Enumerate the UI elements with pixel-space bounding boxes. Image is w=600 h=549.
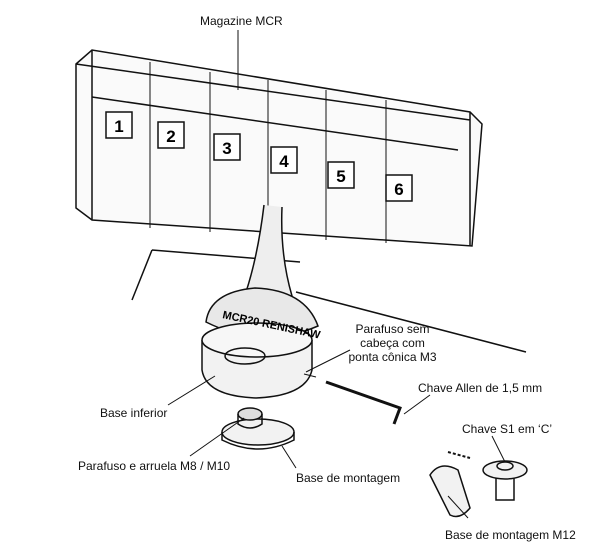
slot-3: 3 <box>213 133 241 161</box>
lower-base-drawing <box>201 322 313 399</box>
allen-key <box>325 380 402 425</box>
svg-text:3: 3 <box>222 139 231 158</box>
svg-text:1: 1 <box>114 117 123 136</box>
label-mounting-base-m12: Base de montagem M12 <box>445 528 576 542</box>
slot-5: 5 <box>327 161 355 189</box>
slot-4: 4 <box>270 146 298 174</box>
leader-lines <box>167 30 506 519</box>
mounting-base-drawing <box>221 407 295 450</box>
m12-mounting-base-drawing <box>482 460 528 501</box>
label-grub-screw-line-2: cabeça com <box>360 336 425 350</box>
label-grub-screw-line-1: Parafuso sem <box>355 322 430 336</box>
svg-text:4: 4 <box>279 152 289 171</box>
label-c-spanner: Chave S1 em ‘C’ <box>462 422 553 436</box>
table-edge <box>131 249 527 353</box>
label-allen-key: Chave Allen de 1,5 mm <box>418 381 543 395</box>
slot-1: 1 <box>105 111 133 139</box>
label-lower-base: Base inferior <box>100 406 168 420</box>
svg-text:2: 2 <box>166 127 175 146</box>
svg-text:6: 6 <box>394 180 403 199</box>
label-magazine: Magazine MCR <box>200 14 283 28</box>
label-mounting-base: Base de montagem <box>296 471 401 485</box>
magazine-slots: 1 2 3 4 5 6 <box>105 111 413 202</box>
slot-2: 2 <box>157 121 185 149</box>
svg-text:5: 5 <box>336 167 345 186</box>
label-grub-screw: Parafuso sem cabeça com ponta cônica M3 <box>345 322 440 364</box>
slot-6: 6 <box>385 174 413 202</box>
c-spanner <box>429 465 471 518</box>
label-screw-washer: Parafuso e arruela M8 / M10 <box>78 459 231 473</box>
label-grub-screw-line-3: ponta cônica M3 <box>348 350 437 364</box>
